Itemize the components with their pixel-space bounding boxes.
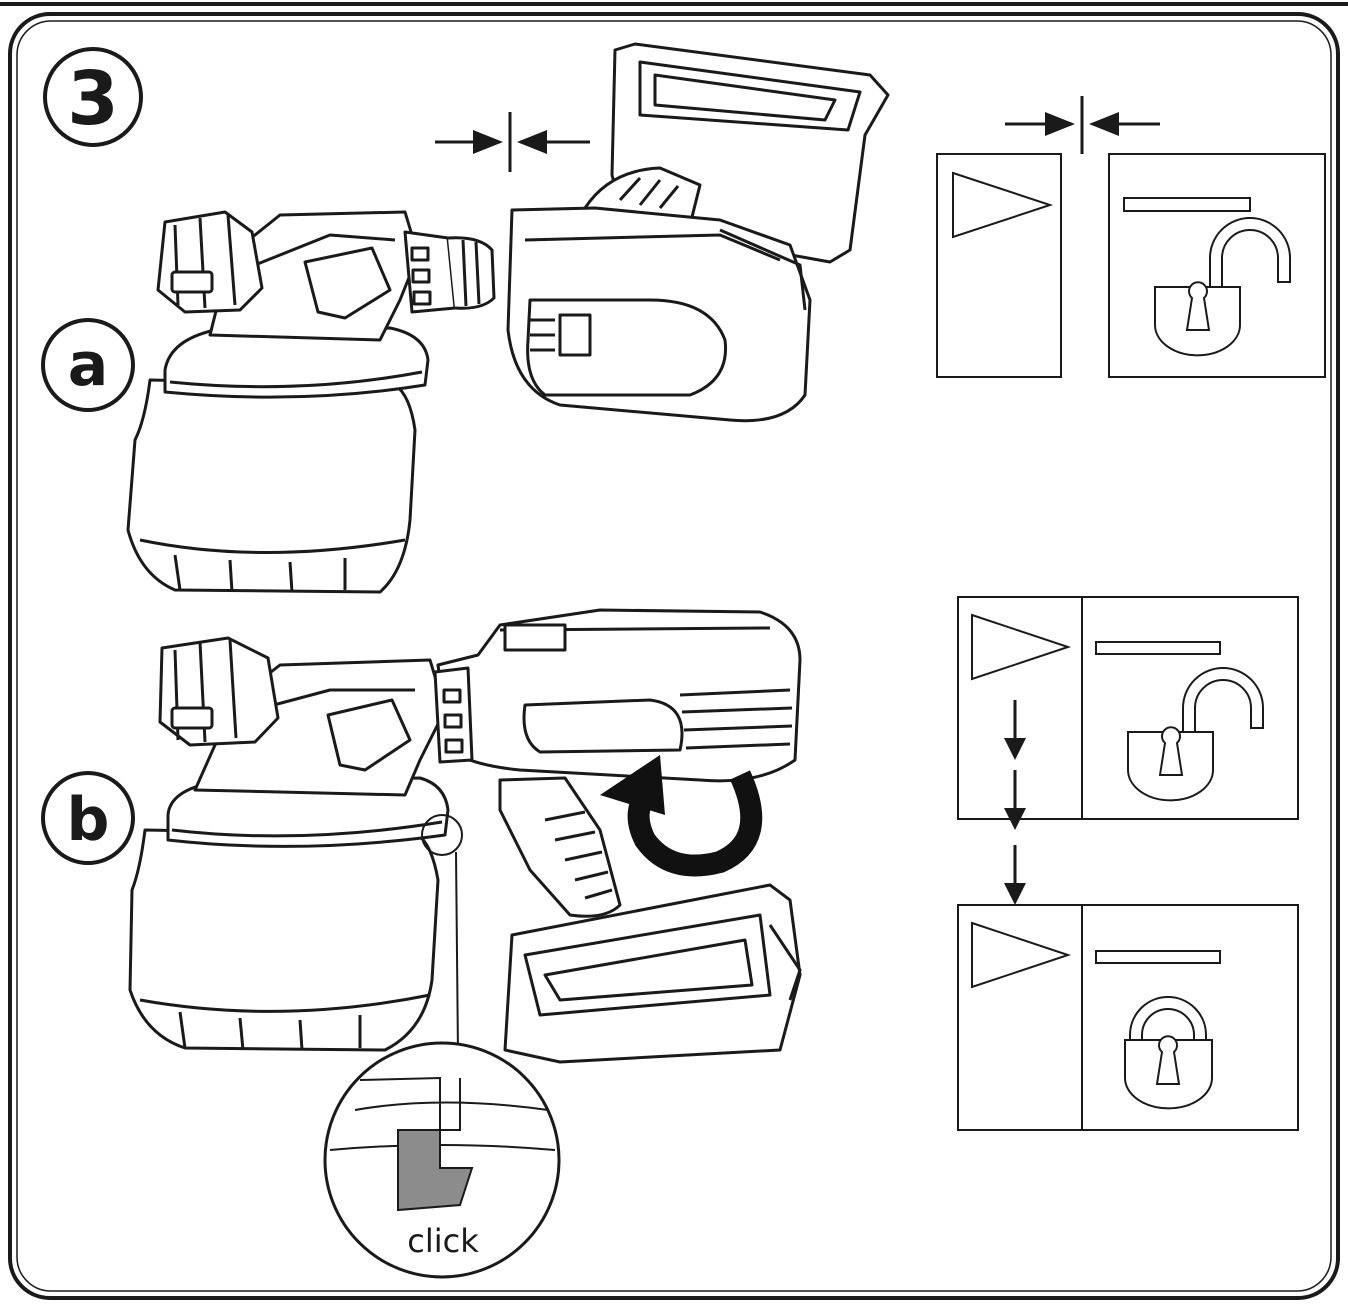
panel-b-label: b xyxy=(67,785,110,855)
panel-a-label: a xyxy=(68,330,109,400)
step-number: 3 xyxy=(67,56,119,142)
unlocked-padlock-icon-2 xyxy=(1127,667,1264,802)
triangle-mark-icon-2 xyxy=(971,613,1072,681)
panel-b-badge: b xyxy=(41,771,135,865)
triangle-mark-icon xyxy=(936,153,1062,378)
click-detail: click xyxy=(323,814,561,1279)
unlocked-padlock-icon xyxy=(1154,217,1291,357)
sprayer-front-a xyxy=(126,210,496,594)
step-number-badge: 3 xyxy=(43,47,143,147)
handle-unit-b xyxy=(433,608,802,1064)
lock-sequence-step2 xyxy=(957,904,1299,1131)
rotate-arrow-icon xyxy=(600,755,763,877)
triangle-mark-icon-3 xyxy=(971,921,1072,989)
lock-sequence-step1 xyxy=(957,596,1299,820)
sprayer-front-b xyxy=(128,636,450,1052)
align-arrows-a xyxy=(435,112,590,172)
locked-padlock-icon xyxy=(1124,996,1213,1110)
handle-unit-a xyxy=(506,42,890,423)
click-caption: click xyxy=(407,1222,479,1260)
panel-a-badge: a xyxy=(41,318,135,412)
frame xyxy=(8,12,1340,1300)
align-arrows-icon xyxy=(1005,96,1160,154)
down-arrows-icon xyxy=(1004,700,1026,905)
unlocked-padlock-panel xyxy=(1108,153,1326,378)
